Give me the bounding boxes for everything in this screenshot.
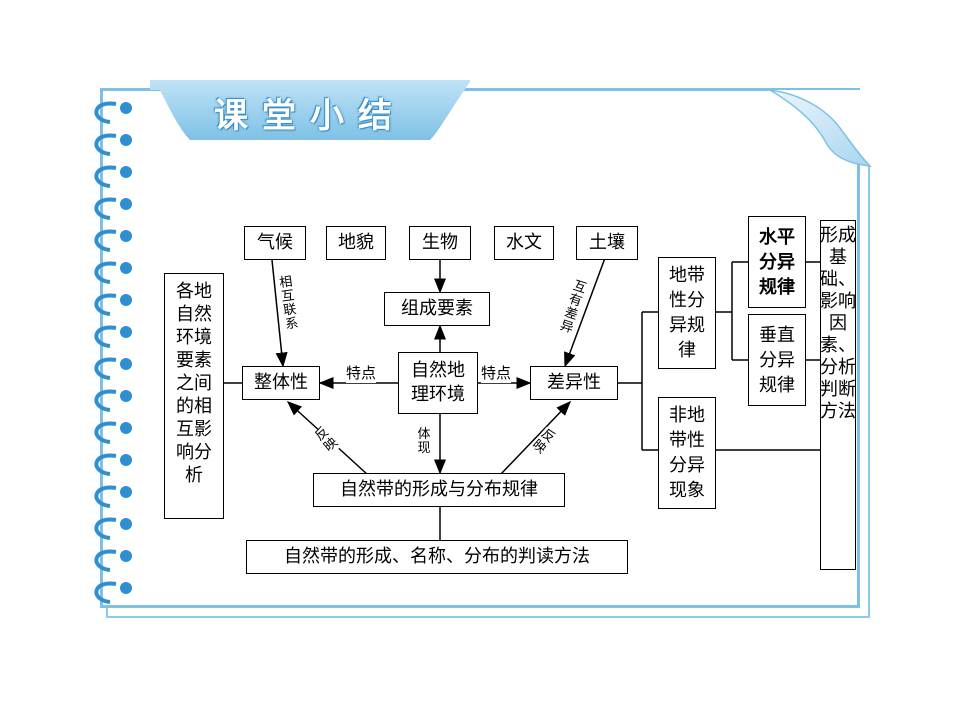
node-hydrology: 水文	[494, 226, 554, 260]
ring	[94, 389, 117, 412]
node-climate: 气候	[244, 226, 306, 260]
ring	[94, 197, 117, 220]
node-soil: 土壤	[576, 226, 638, 260]
ring	[94, 325, 117, 348]
notebook-page	[100, 88, 872, 618]
spiral-binding	[94, 101, 132, 604]
ring	[94, 165, 117, 188]
node-natural-zone-formation: 自然带的形成与分布规律	[313, 473, 565, 507]
ring	[94, 581, 117, 604]
ring	[94, 485, 117, 508]
node-landform: 地貌	[326, 226, 386, 260]
node-mutual-influence-analysis: 各地自然环境要素之间的相互影响分析	[164, 273, 224, 519]
label-embody: 体现	[417, 427, 431, 456]
label-feature-left: 特点	[346, 362, 377, 383]
ring	[94, 133, 117, 156]
node-vertical-differentiation: 垂直分异规律	[748, 314, 806, 406]
node-azonal-phenomenon: 非地带性分异现象	[658, 397, 716, 509]
node-zonal-differentiation: 地带性分异规律	[658, 257, 716, 369]
ring	[94, 293, 117, 316]
node-formation-basis: 形成基础、影响因素、分析判断方法	[820, 220, 856, 570]
ring	[94, 453, 117, 476]
page-front-sheet	[100, 88, 860, 608]
ring	[94, 101, 117, 124]
node-natural-environment: 自然地理环境	[398, 352, 478, 414]
label-feature-right: 特点	[481, 362, 512, 383]
ring	[94, 421, 117, 444]
ring	[94, 357, 117, 380]
node-natural-zone-method: 自然带的形成、名称、分布的判读方法	[246, 540, 628, 574]
page-curl-icon	[770, 89, 873, 167]
node-difference: 差异性	[530, 366, 618, 400]
title-banner: 课堂小结	[150, 80, 470, 142]
page-title: 课堂小结	[214, 96, 406, 136]
node-biology: 生物	[409, 226, 471, 260]
node-integrity: 整体性	[242, 366, 320, 400]
node-components: 组成要素	[384, 292, 490, 326]
ring	[94, 261, 117, 284]
node-horizontal-differentiation: 水平分异规律	[748, 216, 806, 308]
ring	[94, 517, 117, 540]
ring	[94, 229, 117, 252]
ring	[94, 549, 117, 572]
